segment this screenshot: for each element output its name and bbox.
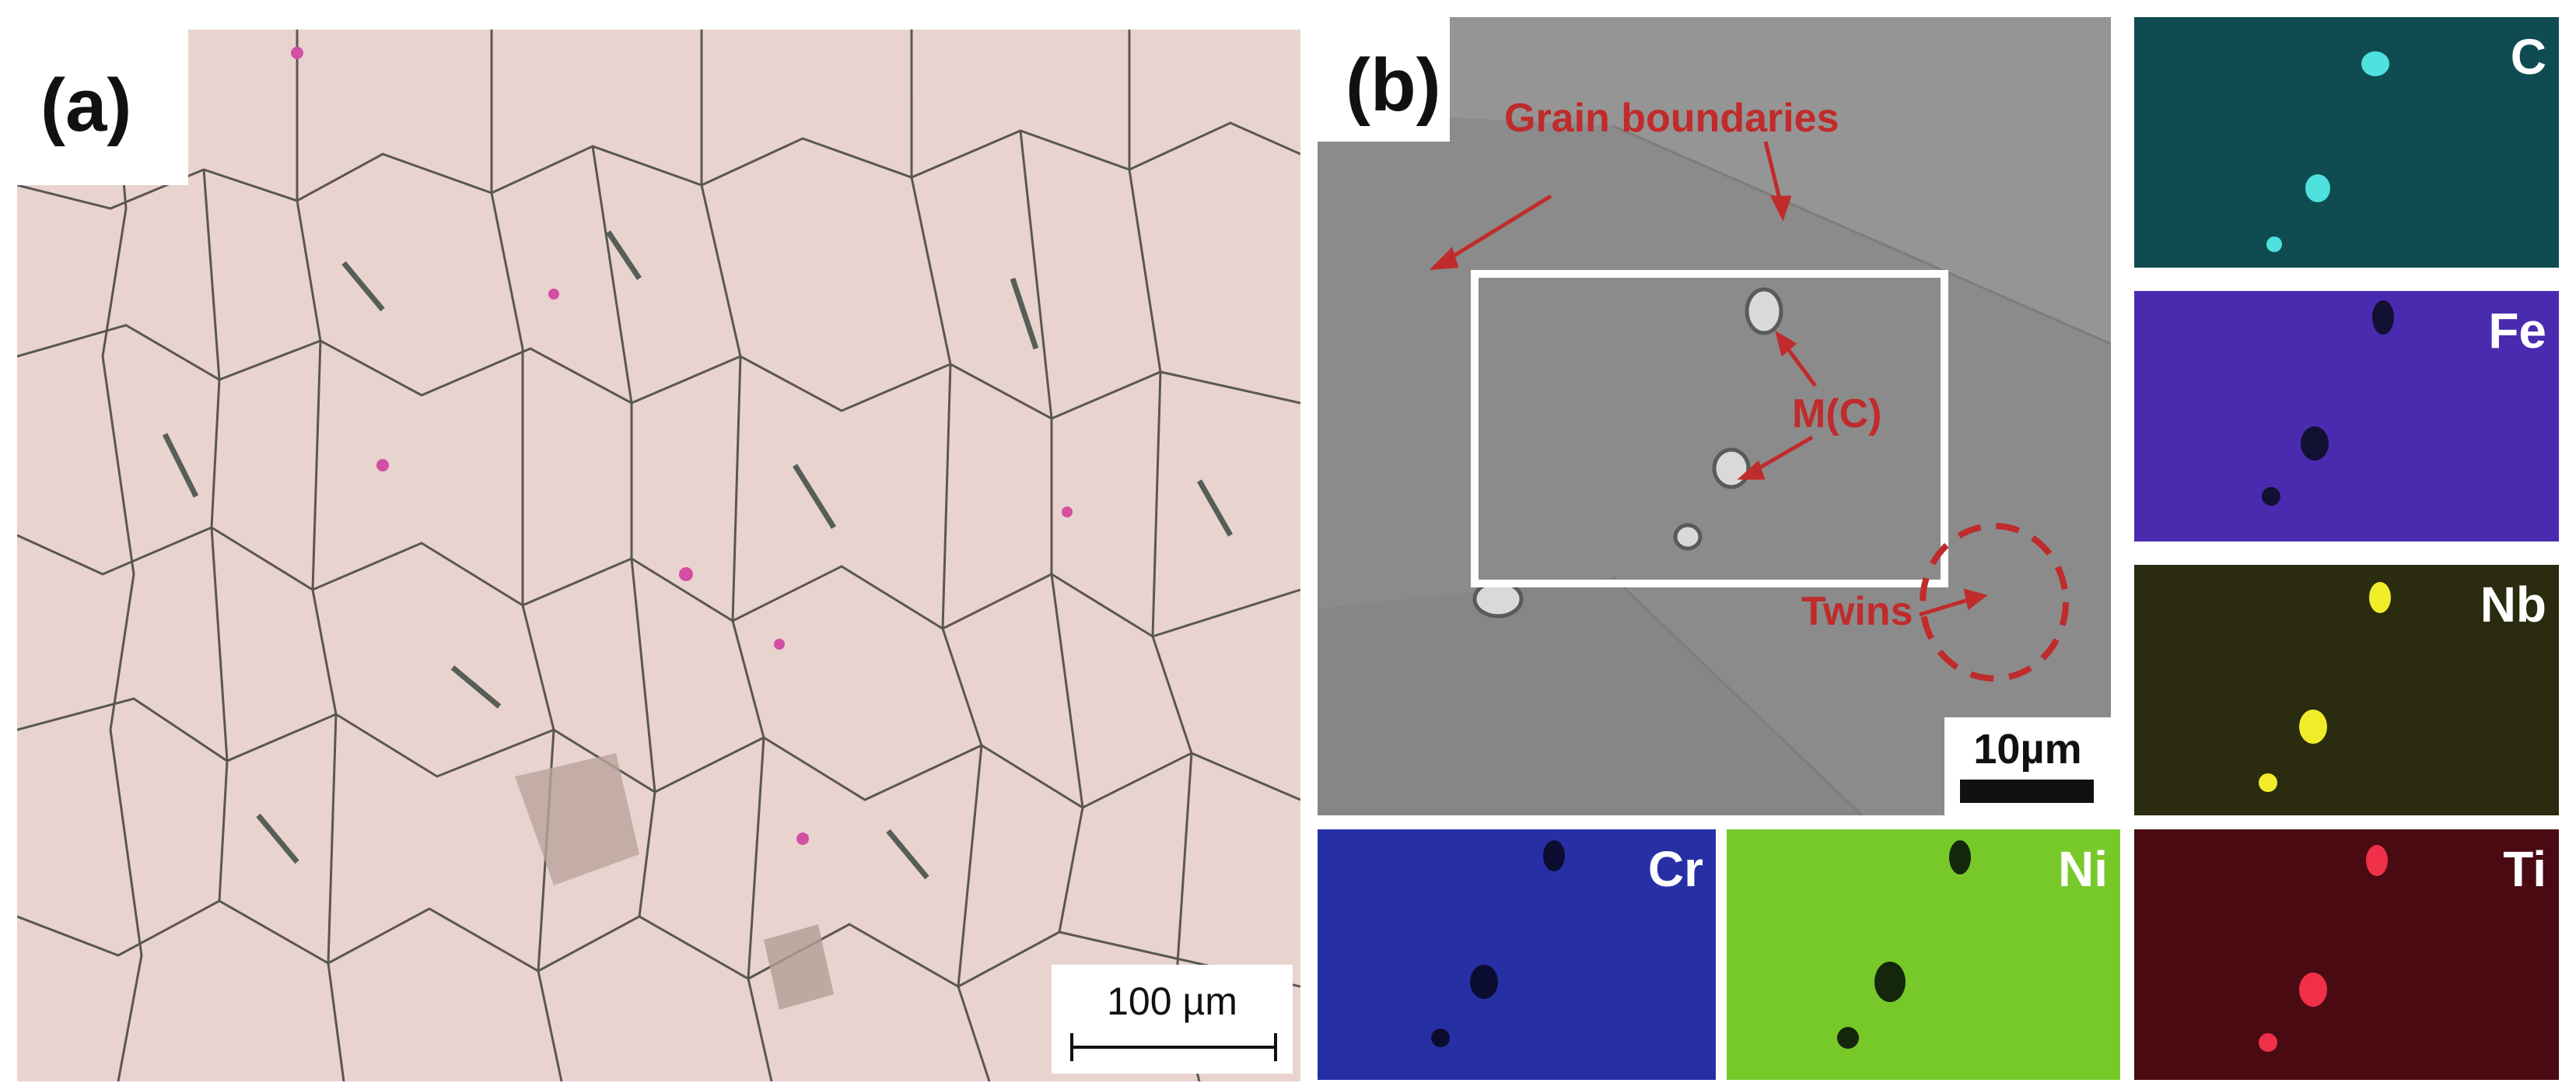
panel-a-label-box: (a)	[17, 30, 188, 185]
panel-b-scale-bar: 10µm	[1944, 717, 2111, 815]
eds-map-fe: Fe	[2134, 291, 2559, 541]
eds-map-c: C	[2134, 17, 2559, 268]
eds-map-ti-label: Ti	[2503, 841, 2546, 897]
eds-map-nb: Nb	[2134, 565, 2559, 815]
panel-a-label: (a)	[40, 64, 132, 147]
sem-image-panel: (b) Grain boundaries M(C) Twins 10µm	[1318, 17, 2111, 815]
eds-map-cr: Cr	[1318, 829, 1716, 1080]
panel-b-scale-text: 10µm	[1973, 726, 2082, 773]
eds-map-fe-label: Fe	[2488, 303, 2546, 359]
eds-map-ti: Ti	[2134, 829, 2559, 1080]
carbide-annotation: M(C)	[1792, 391, 1882, 436]
eds-map-ni-image	[1727, 829, 2120, 1080]
eds-map-ni-label: Ni	[2058, 841, 2108, 897]
eds-map-fe-image	[2134, 291, 2559, 541]
eds-map-cr-label: Cr	[1647, 841, 1703, 897]
panel-b-label: (b)	[1346, 44, 1441, 127]
eds-map-cr-image	[1318, 829, 1716, 1080]
eds-map-ti-image	[2134, 829, 2559, 1080]
eds-map-ni: Ni	[1727, 829, 2120, 1080]
grain-structure-image	[17, 30, 1300, 1081]
grain-boundaries-annotation: Grain boundaries	[1504, 96, 1839, 141]
panel-a-scale-bar: 100 µm	[1052, 965, 1293, 1074]
panel-a-scale-line	[1070, 1033, 1277, 1061]
panel-b-label-box: (b)	[1318, 17, 1450, 142]
eds-map-c-image	[2134, 17, 2559, 268]
eds-map-nb-label: Nb	[2480, 577, 2546, 633]
panel-b-scale-line	[1960, 780, 2094, 803]
sem-micrograph	[1318, 17, 2111, 815]
panel-a-scale-text: 100 µm	[1107, 980, 1237, 1023]
optical-micrograph-panel: (a) 100 µm	[17, 30, 1300, 1081]
eds-map-c-label: C	[2510, 29, 2546, 85]
eds-map-nb-image	[2134, 565, 2559, 815]
twins-annotation: Twins	[1801, 589, 1913, 634]
